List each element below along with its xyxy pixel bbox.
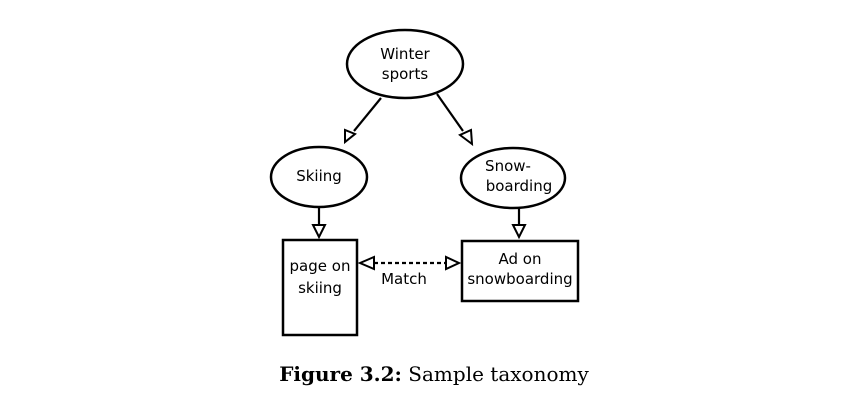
page-on-skiing-line2: skiing xyxy=(298,279,342,297)
ad-on-snowboarding-line2: snowboarding xyxy=(467,270,572,288)
arrow-winter-to-skiing-head xyxy=(344,128,357,145)
match-connector: Match xyxy=(357,255,462,288)
skiing-label: Skiing xyxy=(296,167,342,185)
arrow-skiing-to-page-head xyxy=(311,224,327,240)
node-winter-sports: Winter sports xyxy=(345,28,465,100)
arrow-winter-to-snowboarding xyxy=(436,93,474,147)
figure-caption: Figure 3.2: Sample taxonomy xyxy=(0,362,868,386)
snowboarding-line1: Snow- xyxy=(485,157,531,175)
arrow-snowboarding-to-ad-head xyxy=(511,224,527,240)
match-label: Match xyxy=(381,270,427,288)
snowboarding-line2: boarding xyxy=(486,177,553,195)
winter-sports-ellipse xyxy=(345,28,465,100)
ad-on-snowboarding-line1: Ad on xyxy=(499,250,542,268)
page-on-skiing-box xyxy=(281,238,359,337)
match-arrowhead-right xyxy=(445,255,462,271)
node-skiing: Skiing xyxy=(269,145,369,209)
page-on-skiing-line1: page on xyxy=(290,257,351,275)
ad-on-snowboarding-box xyxy=(460,239,580,303)
node-ad-on-snowboarding: Ad on snowboarding xyxy=(460,239,580,303)
figure-title: Sample taxonomy xyxy=(401,362,589,386)
node-page-on-skiing: page on skiing xyxy=(281,238,359,337)
winter-sports-line2: sports xyxy=(382,65,429,83)
match-arrowhead-left xyxy=(357,255,375,271)
arrow-winter-to-snowboarding-head xyxy=(458,128,474,147)
arrow-winter-to-skiing-shaft xyxy=(353,97,382,132)
figure-number: Figure 3.2: xyxy=(279,362,402,386)
arrow-snowboarding-to-ad xyxy=(511,208,527,240)
node-snowboarding: Snow- boarding xyxy=(459,146,567,210)
winter-sports-line1: Winter xyxy=(380,45,430,63)
arrow-winter-to-skiing xyxy=(344,97,382,145)
arrow-skiing-to-page xyxy=(311,207,327,240)
snowboarding-ellipse xyxy=(459,146,567,210)
arrow-winter-to-snowboarding-shaft xyxy=(436,93,464,132)
